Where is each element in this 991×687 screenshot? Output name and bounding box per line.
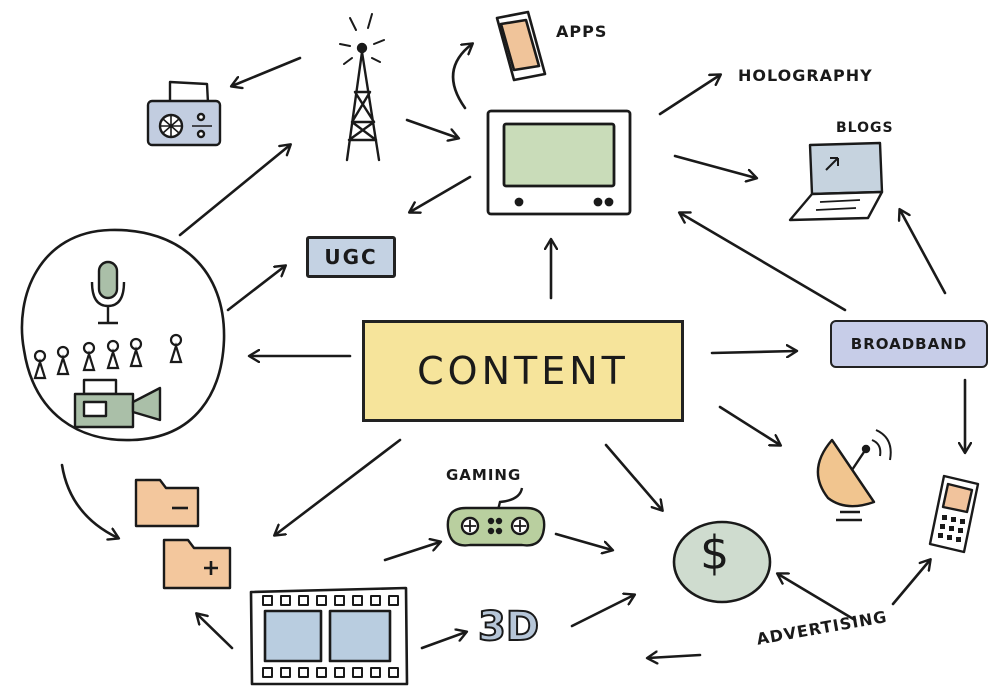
three-d-label: 3D bbox=[477, 603, 540, 651]
people-icon bbox=[33, 333, 183, 380]
gaming-label: GAMING bbox=[446, 466, 522, 484]
dollar-label: $ bbox=[700, 526, 730, 580]
apps-label: APPS bbox=[556, 22, 608, 41]
arrow-content-to-folder bbox=[275, 438, 402, 535]
arrow-advertising-to-left bbox=[648, 655, 702, 658]
arrow-advertising-to-mobile bbox=[891, 560, 930, 606]
dollar-coin-icon bbox=[672, 520, 772, 604]
television-icon bbox=[486, 109, 632, 216]
studio-circle bbox=[20, 228, 226, 442]
arrow-broadband-to-tv bbox=[680, 213, 847, 312]
fax-radio-icon bbox=[146, 80, 222, 147]
arrow-tv-to-blogs bbox=[673, 154, 756, 178]
arrow-film-to-folder bbox=[197, 614, 234, 650]
mobile-phone-icon bbox=[928, 474, 980, 554]
radio-tower-icon bbox=[339, 13, 385, 162]
holography-label: HOLOGRAPHY bbox=[738, 66, 873, 85]
arrow-circle-to-folder bbox=[60, 463, 118, 538]
arrow-circle-to-tower bbox=[178, 145, 290, 237]
microphone-icon bbox=[90, 260, 126, 325]
satellite-dish-icon bbox=[816, 429, 892, 522]
arrow-tv-to-ugc bbox=[410, 175, 472, 212]
broadband-label: BROADBAND bbox=[850, 335, 968, 353]
content-node: CONTENT bbox=[362, 320, 684, 422]
ugc-label: UGC bbox=[324, 245, 378, 269]
folder-minus-icon bbox=[134, 478, 200, 528]
film-strip-icon bbox=[249, 586, 409, 686]
laptop-icon bbox=[788, 141, 884, 222]
smartphone-icon bbox=[495, 10, 547, 82]
arrow-tv-to-holography bbox=[658, 75, 720, 116]
ugc-node: UGC bbox=[306, 236, 396, 278]
arrow-tower-to-radio bbox=[232, 56, 302, 86]
arrow-content-to-dish bbox=[718, 405, 780, 445]
folder-plus-icon bbox=[162, 538, 232, 590]
arrow-advertising-to-dollar bbox=[778, 574, 857, 622]
arrow-broadband-to-laptop bbox=[900, 210, 947, 295]
arrow-tower-to-tv bbox=[405, 118, 458, 138]
gamepad-icon bbox=[446, 487, 546, 547]
arrow-3d-to-dollar bbox=[570, 595, 634, 628]
arrow-film-to-3d bbox=[420, 632, 466, 650]
arrow-content-to-broadband bbox=[710, 351, 796, 353]
blogs-label: BLOGS bbox=[836, 120, 894, 136]
arrow-gaming-to-dollar bbox=[554, 532, 612, 550]
arrow-tv-to-apps bbox=[451, 44, 472, 110]
arrow-circle-to-ugc bbox=[226, 266, 285, 312]
arrow-content-to-dollar bbox=[604, 443, 662, 510]
broadband-node: BROADBAND bbox=[830, 320, 988, 368]
content-label: CONTENT bbox=[417, 349, 629, 393]
video-camera-icon bbox=[73, 378, 162, 429]
arrow-film-to-gaming bbox=[383, 542, 440, 562]
